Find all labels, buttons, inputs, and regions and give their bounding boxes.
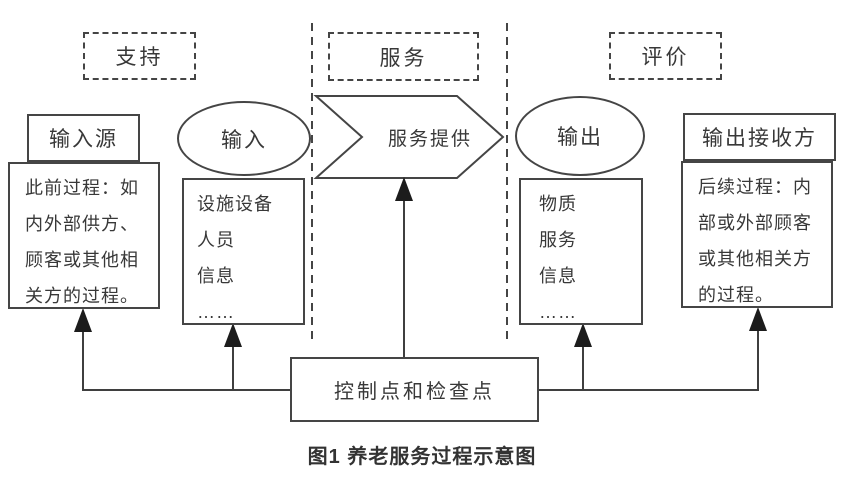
arrowhead-to-input-source	[74, 308, 92, 332]
output-receiver-body-box: 后续过程：内 部或外部顾客 或其他相关方 的过程。	[681, 161, 833, 308]
input-source-title-box: 输入源	[27, 114, 140, 162]
input-source-body-box: 此前过程：如 内外部供方、 顾客或其他相 关方的过程。	[8, 162, 160, 309]
input-title: 输入	[221, 128, 267, 152]
arrowhead-to-input-body	[224, 323, 242, 347]
lane-label-support: 支持	[83, 32, 196, 80]
input-source-title: 输入源	[49, 128, 118, 151]
control-points-box: 控制点和检查点	[290, 357, 539, 422]
service-provision-chevron	[313, 95, 505, 179]
figure-caption: 图1 养老服务过程示意图	[307, 446, 537, 468]
output-title: 输出	[557, 126, 603, 149]
input-body-box: 设施设备 人员 信息 ……	[182, 178, 305, 325]
arrowhead-to-service-provision	[395, 177, 413, 201]
arrowhead-to-output-receiver	[749, 307, 767, 331]
lane-label-support-text: 支持	[115, 46, 164, 69]
output-receiver-title: 输出接收方	[702, 127, 817, 150]
lane-label-service: 服务	[328, 32, 479, 81]
output-ellipse: 输出	[515, 96, 645, 176]
arrowhead-to-output-body	[574, 323, 592, 347]
lane-label-service-text: 服务	[379, 46, 428, 70]
lane-label-evaluation: 评价	[609, 32, 722, 80]
connector-left	[82, 330, 290, 391]
control-points-title: 控制点和检查点	[334, 381, 495, 403]
input-ellipse: 输入	[177, 101, 311, 176]
output-receiver-title-box: 输出接收方	[683, 113, 836, 161]
connector-right	[539, 329, 759, 391]
output-body-box: 物质 服务 信息 ……	[519, 178, 643, 325]
lane-label-evaluation-text: 评价	[641, 46, 690, 69]
